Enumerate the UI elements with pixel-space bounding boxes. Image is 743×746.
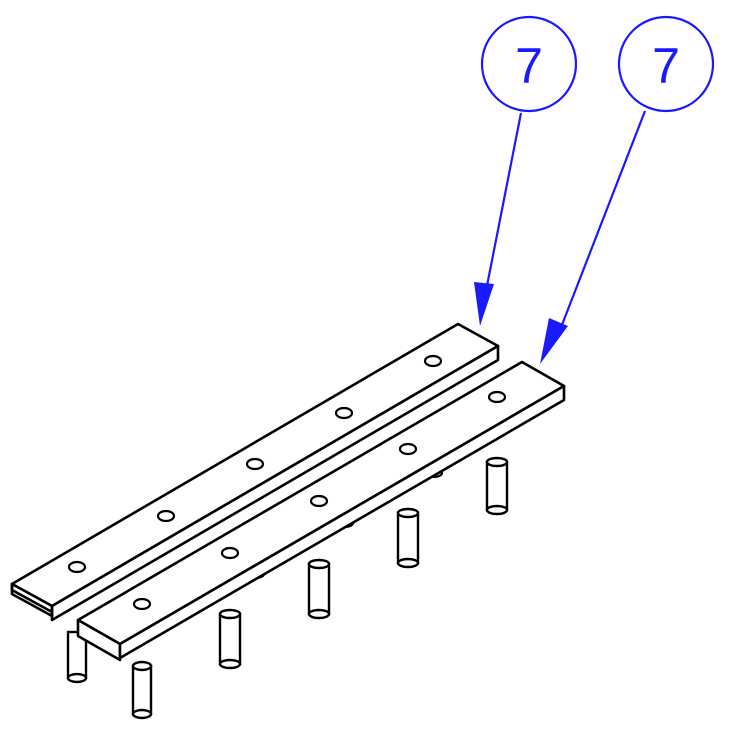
leader-arrowhead [474, 282, 494, 326]
front-strip-holes [132, 390, 507, 611]
back-strip [10, 322, 500, 622]
dowel-pin [307, 558, 331, 620]
balloon-label: 7 [515, 38, 543, 94]
callout-right: 7 [540, 15, 715, 364]
callout-left: 7 [474, 15, 578, 326]
back-strip-holes [67, 354, 443, 574]
balloon-circle [617, 15, 715, 113]
dowel-pin [485, 456, 509, 516]
leader-arrowhead [540, 318, 568, 364]
dowel-pin [396, 507, 420, 569]
balloon-label: 7 [652, 38, 680, 94]
balloon-circle [480, 15, 578, 113]
front-strip [76, 360, 566, 662]
dowel-pin [218, 608, 242, 670]
dowel-pin [131, 660, 153, 720]
